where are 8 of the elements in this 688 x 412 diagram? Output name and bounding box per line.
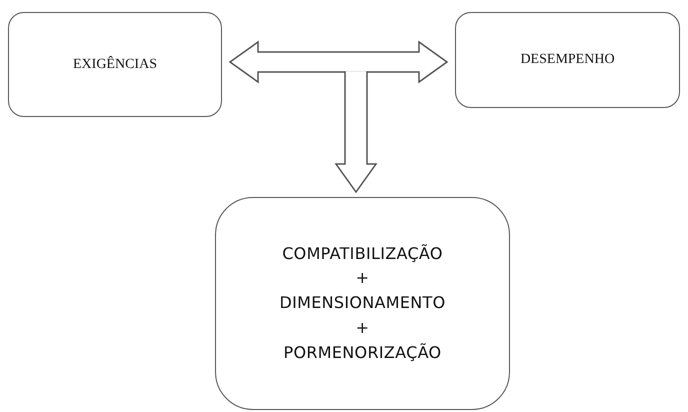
rounded-box (8, 12, 222, 117)
block-arrow (228, 40, 448, 84)
box-label: EXIGÊNCIAS (73, 55, 157, 74)
rounded-box (215, 197, 510, 410)
block-arrow (334, 70, 378, 194)
rounded-box (455, 12, 680, 108)
box-label: COMPATIBILIZAÇÃO + DIMENSIONAMENTO + PORMENORIZAÇÃO (279, 242, 446, 364)
box-label: DESEMPENHO (520, 51, 615, 70)
